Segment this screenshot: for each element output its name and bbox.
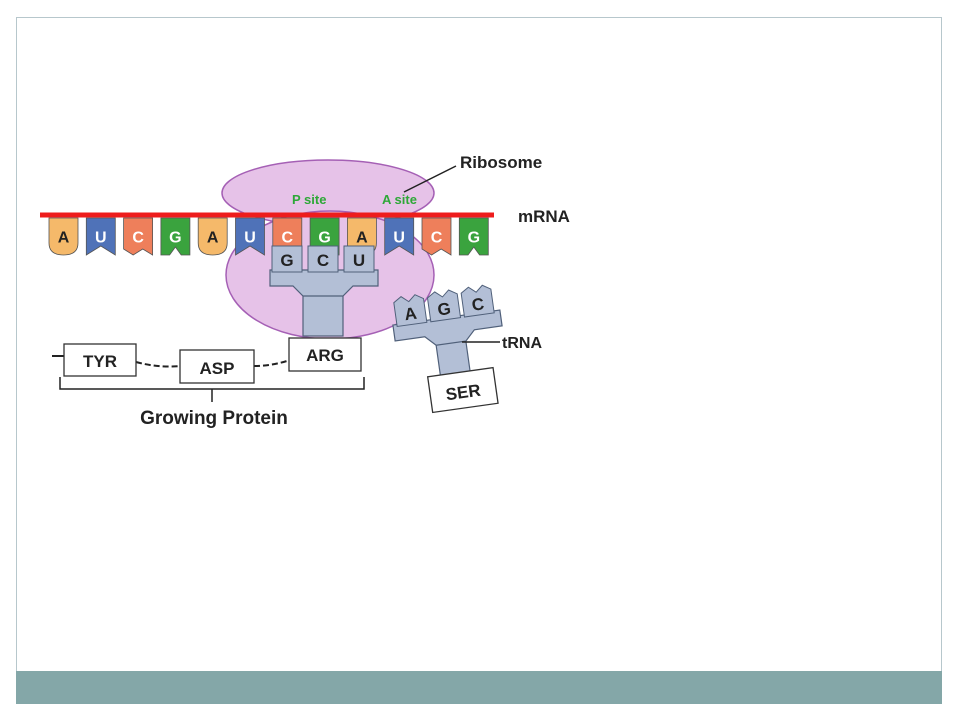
mrna-base-c: C: [123, 217, 153, 256]
a-site-label: A site: [382, 192, 417, 207]
incoming-anticodon-base: [393, 294, 428, 328]
p-anticodon-base: [271, 245, 303, 273]
p-anticodon-letter: G: [280, 251, 293, 270]
mrna-base-g-letter: G: [169, 230, 181, 247]
mrna-base-c-letter: C: [431, 230, 443, 247]
mrna-base-c-letter: C: [132, 230, 144, 247]
mrna-base-u: U: [384, 217, 415, 256]
mrna-base-a-letter: A: [58, 230, 70, 247]
protein-bracket: [59, 377, 365, 402]
mrna-base-u-letter: U: [95, 230, 107, 247]
mrna-base-u-letter: U: [393, 230, 405, 247]
amino-acid-asp: ASP: [200, 359, 235, 378]
p-anticodon-base: [343, 245, 375, 273]
incoming-anticodon-letter: G: [436, 299, 452, 320]
mrna-base-u: U: [235, 217, 265, 256]
mrna-base-g-letter: G: [318, 230, 330, 247]
mrna-base-g: G: [160, 217, 191, 256]
ser-amino-acid: SER: [426, 366, 499, 414]
incoming-anticodon-base: [460, 284, 495, 318]
mrna-label: mRNA: [518, 207, 570, 226]
ribosome-pointer: [403, 165, 457, 193]
mrna-base-a-letter: A: [207, 230, 219, 247]
mrna-base-u: U: [85, 217, 116, 256]
slide-frame: [16, 17, 942, 704]
mrna-base-u-letter: U: [244, 230, 256, 247]
incoming-anticodon-letter: A: [403, 304, 418, 325]
p-site-label: P site: [292, 192, 326, 207]
mrna-base-c-letter: C: [282, 230, 294, 247]
mrna-base-c: C: [421, 217, 452, 256]
mrna-base-a-letter: A: [356, 230, 368, 247]
growing-protein-label: Growing Protein: [140, 408, 288, 429]
mrna-base-g-letter: G: [468, 230, 480, 247]
amino-acid-tyr: TYR: [83, 352, 117, 371]
mrna-base-a: A: [48, 217, 79, 256]
growing-protein: TYR ASP ARG: [52, 337, 362, 384]
ser-label: SER: [445, 381, 482, 405]
p-site-trna: [269, 269, 379, 337]
p-anticodon-letter: U: [353, 251, 365, 270]
mrna-base-g: G: [458, 217, 489, 256]
incoming-anticodon-letter: C: [470, 294, 485, 315]
incoming-anticodon-base: [426, 289, 462, 323]
trna-label: tRNA: [502, 335, 542, 352]
p-anticodon-letter: C: [317, 251, 329, 270]
mrna-base-a: A: [197, 217, 228, 256]
footer-bar: [16, 671, 942, 704]
amino-acid-arg: ARG: [306, 346, 344, 365]
p-anticodon-base: [307, 245, 339, 273]
ribosome-label: Ribosome: [460, 153, 542, 172]
